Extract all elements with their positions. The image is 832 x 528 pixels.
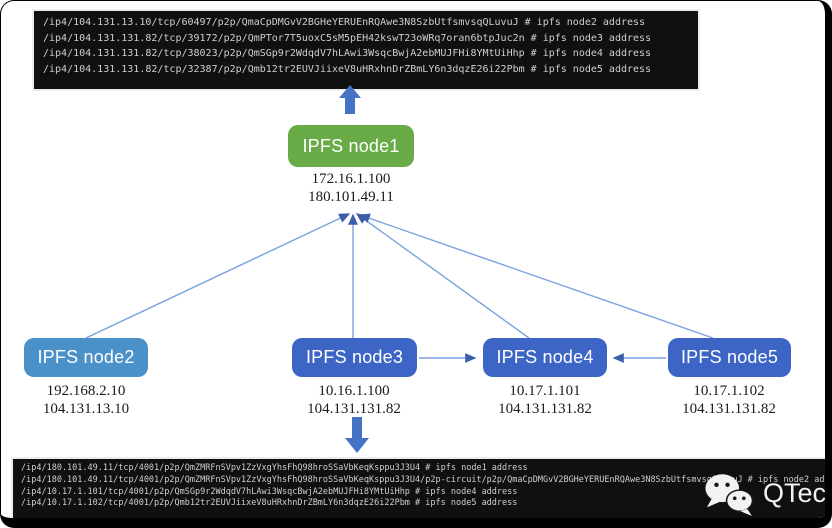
ip-line: 104.131.131.82 bbox=[682, 401, 776, 417]
ipfs-node5-addresses: 10.17.1.102 104.131.131.82 bbox=[659, 382, 799, 418]
ipfs-node3-label: IPFS node3 bbox=[305, 347, 404, 367]
terminal-line: /ip4/180.101.49.11/tcp/4001/p2p/QmZMRFnS… bbox=[21, 463, 528, 473]
ip-line: 10.17.1.101 bbox=[509, 383, 581, 399]
terminal-line: /ip4/10.17.1.101/tcp/4001/p2p/QmSGp9r2Wd… bbox=[21, 486, 518, 497]
ipfs-node1-box: IPFS node1 bbox=[288, 125, 414, 167]
ipfs-node4-addresses: 10.17.1.101 104.131.131.82 bbox=[475, 382, 615, 418]
qtech-logo: QTech bbox=[699, 469, 827, 517]
ip-line: 104.131.131.82 bbox=[307, 401, 401, 417]
terminal-line: /ip4/104.131.131.82/tcp/32387/p2p/Qmb12t… bbox=[43, 63, 652, 75]
terminal-line: /ip4/104.131.13.10/tcp/60497/p2p/QmaCpDM… bbox=[43, 17, 646, 28]
terminal-line: /ip4/180.101.49.11/tcp/4001/p2p/QmZMRFnS… bbox=[21, 474, 832, 485]
top-terminal: /ip4/104.131.13.10/tcp/60497/p2p/QmaCpDM… bbox=[34, 11, 698, 89]
terminal-line: /ip4/104.131.131.82/tcp/39172/p2p/QmPTor… bbox=[43, 32, 652, 44]
terminal-line: /ip4/10.17.1.102/tcp/4001/p2p/Qmb12tr2EU… bbox=[21, 498, 518, 509]
ipfs-node4-label: IPFS node4 bbox=[496, 347, 594, 367]
big-down-arrow bbox=[345, 417, 369, 453]
terminal-line: /ip4/104.131.131.82/tcp/38023/p2p/QmSGp9… bbox=[43, 48, 652, 59]
big-up-arrow bbox=[339, 85, 361, 114]
ip-line: 10.17.1.102 bbox=[693, 383, 765, 399]
ip-line: 104.131.13.10 bbox=[42, 401, 130, 417]
ipfs-node3-addresses: 10.16.1.100 104.131.131.82 bbox=[284, 382, 424, 418]
ipfs-node4-box: IPFS node4 bbox=[483, 338, 607, 377]
bottom-terminal: /ip4/180.101.49.11/tcp/4001/p2p/QmZMRFnS… bbox=[13, 459, 832, 518]
ip-line: 10.16.1.100 bbox=[318, 383, 390, 399]
wechat-icon bbox=[705, 474, 754, 517]
ipfs-node3-box: IPFS node3 bbox=[292, 338, 417, 377]
ipfs-node1-addresses: 172.16.1.100 180.101.49.11 bbox=[281, 170, 421, 206]
ipfs-node5-label: IPFS node5 bbox=[680, 347, 779, 367]
ipfs-node1-label: IPFS node1 bbox=[302, 135, 400, 156]
ip-line: 180.101.49.11 bbox=[308, 189, 394, 205]
ipfs-node2-label: IPFS node2 bbox=[37, 347, 135, 367]
ipfs-node2-box: IPFS node2 bbox=[24, 338, 148, 377]
ipfs-node2-addresses: 192.168.2.10 104.131.13.10 bbox=[16, 382, 156, 418]
ip-line: 104.131.131.82 bbox=[498, 401, 592, 417]
ip-line: 172.16.1.100 bbox=[311, 171, 391, 187]
ipfs-node5-box: IPFS node5 bbox=[668, 338, 791, 377]
qtech-logo-text: QTech bbox=[763, 477, 827, 508]
ip-line: 192.168.2.10 bbox=[46, 383, 126, 399]
